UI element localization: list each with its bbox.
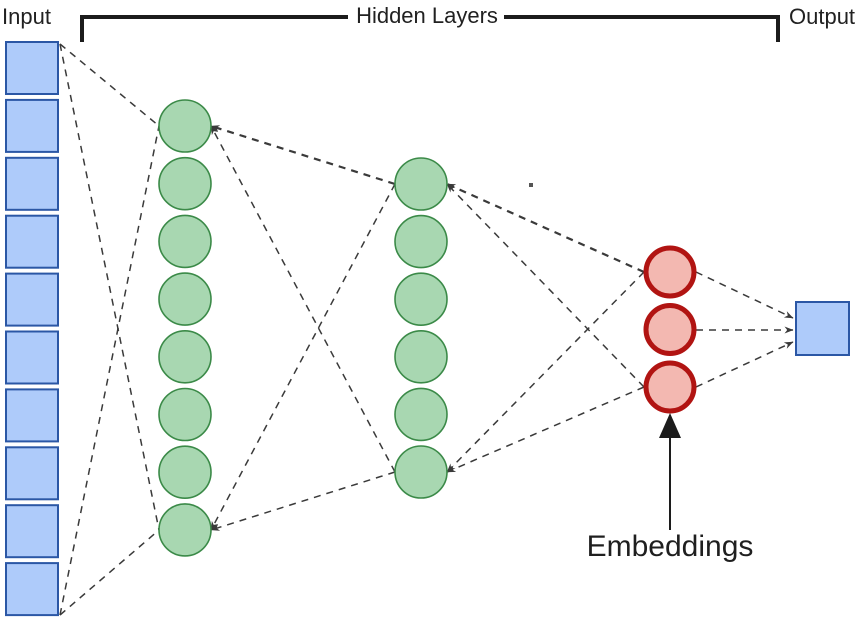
hidden2-neuron-circle [394, 329, 448, 384]
hidden1-neuron-circle [158, 503, 212, 557]
input-square [5, 562, 59, 617]
connector-line [446, 183, 645, 388]
connector-line [446, 271, 645, 473]
input-square [5, 446, 59, 501]
annotations-group [80, 15, 780, 530]
connector-line [59, 125, 160, 616]
connector-line [210, 125, 396, 473]
hidden2-neuron-circle [394, 214, 448, 269]
stray-mark [529, 183, 533, 187]
hidden-layers-bracket-right [504, 15, 780, 42]
connector-line [695, 271, 794, 319]
layer-nodes-group [5, 41, 850, 617]
embedding-circle [643, 303, 697, 356]
connector-line [210, 124, 396, 186]
hidden2-neuron-circle [394, 445, 448, 499]
hidden1-neuron-circle [158, 99, 212, 153]
hidden1-neuron-circle [158, 445, 212, 500]
input-square [5, 156, 59, 211]
connector-line [59, 43, 160, 127]
input-square [5, 504, 59, 559]
input-square [5, 272, 59, 327]
hidden2-neuron-circle [394, 157, 448, 211]
input-square [5, 214, 59, 269]
connector-line [446, 182, 645, 274]
connector-line [59, 43, 160, 531]
output-label: Output [789, 4, 856, 29]
hidden-layers-bracket-left [80, 15, 348, 42]
input-square [5, 330, 59, 385]
input-label: Input [2, 4, 51, 29]
input-square [5, 388, 59, 443]
hidden1-neuron-circle [158, 214, 212, 269]
hidden1-neuron-circle [158, 156, 212, 211]
embeddings-arrowhead-icon [659, 413, 681, 438]
connector-line [446, 386, 645, 473]
input-square [5, 41, 59, 95]
connector-line [695, 341, 794, 388]
connector-line [210, 471, 396, 531]
embeddings-label: Embeddings [586, 530, 754, 563]
embedding-circle [643, 360, 697, 414]
output-square [795, 301, 850, 356]
connector-lines-group [59, 43, 794, 616]
input-square [5, 98, 59, 153]
connector-line [210, 183, 396, 531]
hidden1-neuron-circle [158, 387, 212, 442]
hidden2-neuron-circle [394, 272, 448, 327]
hidden-layers-label: Hidden Layers [356, 3, 498, 28]
hidden2-neuron-circle [394, 387, 448, 442]
embedding-circle [643, 245, 697, 299]
connector-line [59, 529, 160, 616]
hidden1-neuron-circle [158, 272, 212, 326]
hidden1-neuron-circle [158, 329, 212, 384]
